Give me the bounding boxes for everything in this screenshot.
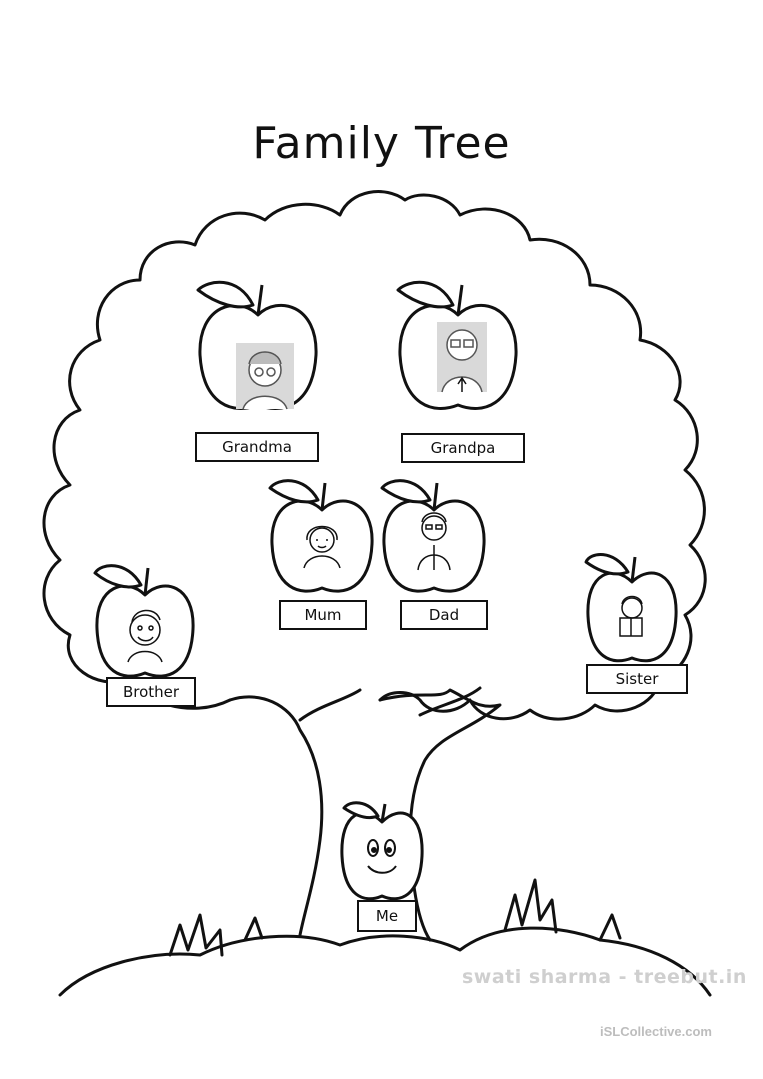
label-dad: Dad (400, 600, 488, 630)
tree-canopy (42, 190, 707, 721)
ground (58, 926, 712, 997)
page-title: Family Tree (252, 118, 511, 169)
portrait-brother (127, 609, 163, 663)
apple-brother (93, 564, 195, 678)
portrait-grandpa (437, 322, 487, 393)
label-me: Me (357, 900, 417, 932)
apple-sister (584, 553, 678, 663)
label-mum: Mum (279, 600, 367, 630)
portrait-mum (303, 525, 341, 569)
watermark: swati sharma - treebut.in (462, 966, 747, 988)
apple-me (340, 801, 424, 901)
apple-dad (380, 479, 486, 593)
portrait-sister (619, 595, 643, 637)
label-grandpa: Grandpa (401, 433, 525, 463)
face-me (367, 839, 397, 874)
portrait-grandma (236, 343, 294, 410)
portrait-dad (417, 512, 451, 571)
label-sister: Sister (586, 664, 688, 694)
site-credit: iSLCollective.com (600, 1024, 712, 1039)
label-brother: Brother (106, 677, 196, 707)
apple-mum (268, 479, 374, 593)
label-grandma: Grandma (195, 432, 319, 462)
